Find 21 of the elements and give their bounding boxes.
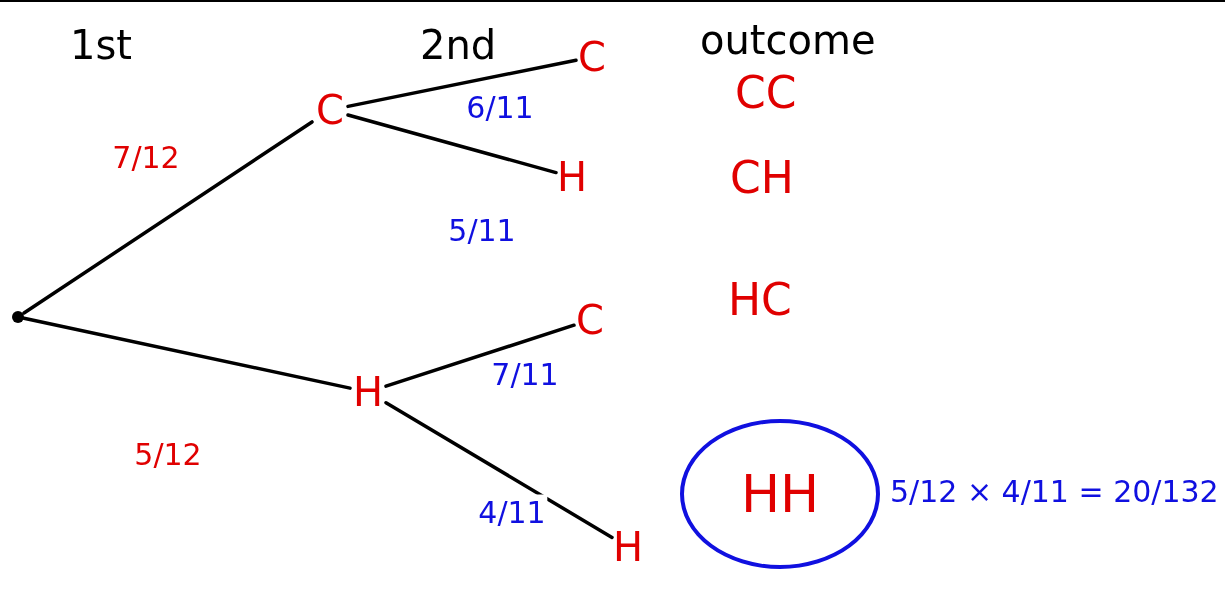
column-heading: 1st (70, 22, 132, 68)
branch-line (384, 323, 576, 388)
branch-outcome: H (556, 157, 588, 197)
branch-line (384, 401, 614, 540)
branch-outcome: H (612, 527, 644, 567)
branch-line (22, 120, 314, 315)
branch-line (346, 113, 558, 175)
outcome-label: CH (730, 152, 794, 203)
column-heading: 2nd (420, 22, 497, 68)
column-heading: outcome (700, 17, 876, 63)
branch-outcome: C (576, 37, 608, 77)
branch-line (22, 316, 352, 390)
root-dot (12, 311, 24, 323)
branch-line (346, 58, 578, 109)
outcome-label: CC (735, 67, 797, 118)
branch-outcome: C (312, 88, 348, 132)
circled-outcome: HH (680, 419, 880, 569)
probability-calculation: 5/12 × 4/11 = 20/132 (890, 474, 1219, 509)
branch-outcome: H (350, 370, 386, 414)
outcome-label: HC (728, 274, 792, 325)
branch-outcome: C (574, 300, 606, 340)
